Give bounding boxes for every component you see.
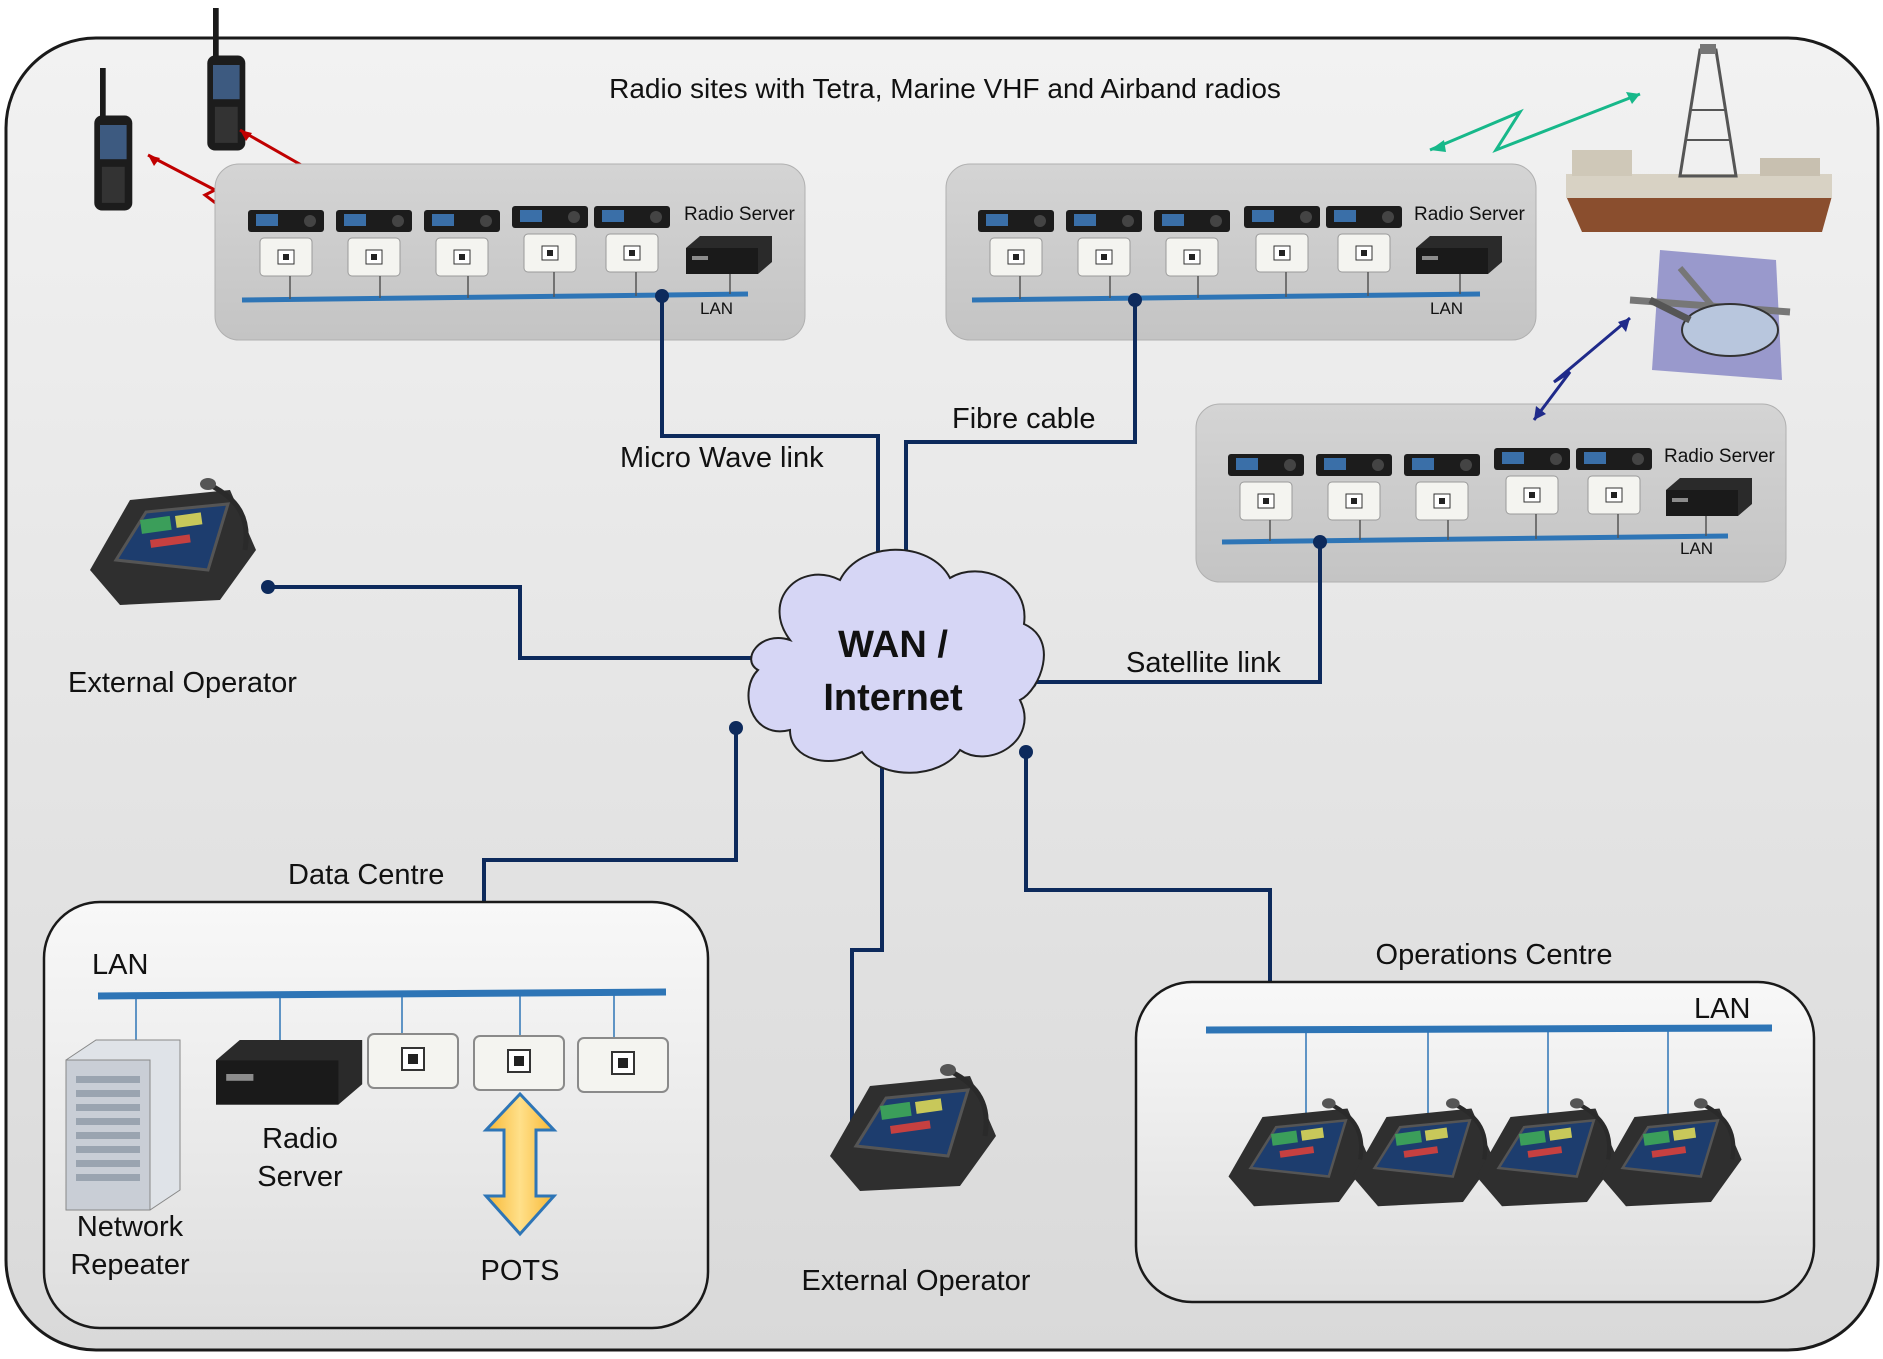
lan-label: LAN (92, 949, 148, 981)
lan-label: LAN (1430, 299, 1463, 318)
lan-bus (1221, 533, 1729, 545)
satellite-link-line (1030, 542, 1322, 684)
radio-server-icon (216, 1040, 363, 1105)
drilling-ship-icon (1566, 44, 1832, 232)
network-repeater-label-line2: Repeater (70, 1249, 190, 1281)
microwave-link-label: Micro Wave link (620, 442, 824, 474)
helicopter-icon (1629, 250, 1791, 380)
fibre-cable-label: Fibre cable (952, 403, 1095, 435)
server-icon (1416, 236, 1502, 274)
lan-bus (971, 291, 1481, 303)
radio-server-label-line2: Server (257, 1161, 343, 1193)
lan-label: LAN (700, 299, 733, 318)
cloud-label-line1: WAN / (838, 624, 948, 666)
gateway-box-icon (367, 1033, 459, 1089)
server-icon (686, 236, 772, 274)
lan-bus (97, 988, 667, 1000)
satellite-link-label: Satellite link (1126, 647, 1281, 679)
radio-site-3: Radio Server LAN (1195, 403, 1787, 583)
lan-label: LAN (1680, 539, 1713, 558)
operations-centre: LAN (1134, 980, 1816, 1304)
diagram-title: Radio sites with Tetra, Marine VHF and A… (609, 73, 1281, 104)
lan-label: LAN (1694, 993, 1750, 1025)
radio-site-2: Radio Server LAN (945, 163, 1537, 341)
microwave-link-line (660, 296, 880, 576)
external-operator-label: External Operator (68, 667, 297, 699)
network-repeater-icon (65, 1039, 181, 1211)
network-repeater-label-line1: Network (77, 1211, 184, 1243)
external-operator-link-line (268, 585, 770, 660)
radio-server-label-line1: Radio (262, 1123, 338, 1155)
cloud-label-line2: Internet (823, 677, 963, 719)
handheld-radio-icon (207, 8, 246, 151)
fibre-cable-line (904, 300, 1137, 584)
wan-internet-cloud: WAN / Internet (747, 548, 1045, 774)
data-centre-title: Data Centre (288, 859, 444, 891)
pots-arrow-icon (482, 1091, 558, 1237)
radio-server-label: Radio Server (1664, 446, 1776, 467)
operations-centre-title: Operations Centre (1376, 939, 1613, 971)
pots-label: POTS (481, 1255, 560, 1287)
external-operator-bottom-label: External Operator (802, 1265, 1031, 1297)
radio-site-1: Radio Server LAN (214, 163, 806, 341)
data-centre: LAN Network Repeater Radio Server (42, 900, 710, 1330)
radio-signal-icon (1532, 316, 1631, 421)
operations-centre-link-line (1024, 752, 1272, 1028)
radio-signal-icon (1429, 92, 1641, 154)
wan-links (268, 296, 1322, 1142)
radio-server-label: Radio Server (684, 204, 796, 225)
gateway-box-icon (577, 1037, 669, 1093)
bottom-operator-link-line (850, 758, 884, 1142)
gateway-box-icon (473, 1035, 565, 1091)
radio-server-label: Radio Server (1414, 204, 1526, 225)
lan-bus (1205, 1024, 1773, 1034)
server-icon (1666, 478, 1752, 516)
